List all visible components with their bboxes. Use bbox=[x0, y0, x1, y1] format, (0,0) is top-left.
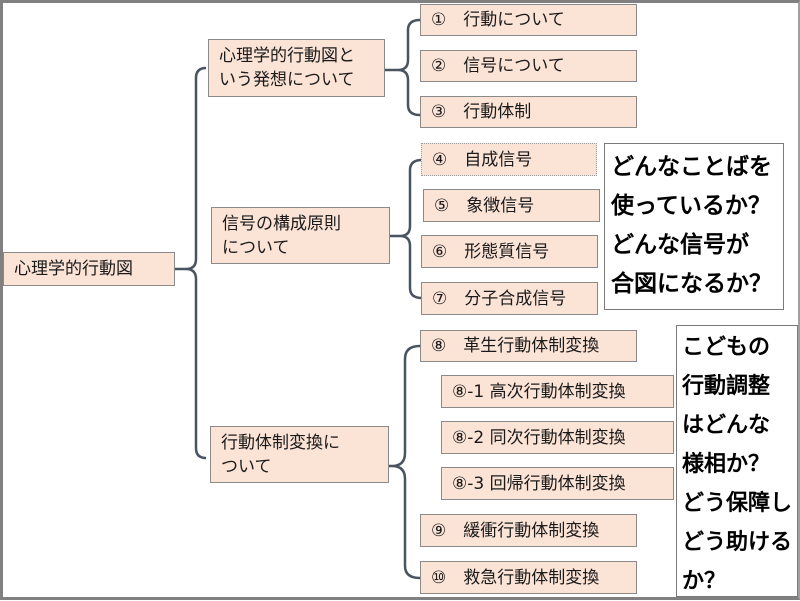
branch-node-concept-line-2: いう発想について bbox=[219, 70, 355, 90]
leaf-node-label: ⑤ 象徴信号 bbox=[434, 195, 535, 216]
question-line: こどもの bbox=[682, 335, 771, 360]
leaf-node-label: ③ 行動体制 bbox=[431, 102, 532, 122]
question-box-child-behavior: こどもの 行動調整 はどんな 様相か？ どう保障し どう助ける か？ bbox=[676, 325, 798, 597]
connector-branch-2 bbox=[389, 158, 423, 300]
leaf-node-10[interactable]: ⑩ 救急行動体制変換 bbox=[420, 561, 637, 594]
leaf-node-label: ② 信号について bbox=[431, 56, 565, 76]
question-line: どう助ける bbox=[682, 530, 793, 555]
leaf-node-6[interactable]: ⑥ 形態質信号 bbox=[421, 235, 598, 268]
leaf-node-9[interactable]: ⑨ 緩衝行動体制変換 bbox=[420, 514, 637, 547]
leaf-node-7[interactable]: ⑦ 分子合成信号 bbox=[421, 282, 598, 315]
root-node[interactable]: 心理学的行動図 bbox=[3, 252, 175, 286]
leaf-node-label: ⑧ 革生行動体制変換 bbox=[431, 336, 600, 356]
leaf-node-2[interactable]: ② 信号について bbox=[420, 50, 637, 82]
branch-node-signal-line-2: について bbox=[222, 238, 290, 258]
question-line: どんなことばを bbox=[611, 154, 772, 180]
root-node-label: 心理学的行動図 bbox=[14, 259, 133, 279]
question-line: か？ bbox=[682, 569, 727, 594]
question-line: はどんな bbox=[682, 413, 771, 438]
leaf-node-1[interactable]: ① 行動について bbox=[420, 4, 637, 36]
leaf-node-8-1[interactable]: ⑧-1 高次行動体制変換 bbox=[441, 375, 674, 408]
branch-node-signal-principles[interactable]: 信号の構成原則 について bbox=[211, 207, 390, 264]
leaf-node-label: ① 行動について bbox=[431, 10, 565, 30]
connector-root bbox=[174, 66, 207, 460]
leaf-node-label: ④ 自成信号 bbox=[432, 149, 533, 170]
branch-node-concept-line-1: 心理学的行動図と bbox=[219, 46, 355, 66]
question-box-signals: どんなことばを 使っているか？ どんな信号が 合図になるか？ bbox=[604, 143, 784, 310]
leaf-node-3[interactable]: ③ 行動体制 bbox=[420, 96, 637, 128]
leaf-node-label: ⑩ 救急行動体制変換 bbox=[431, 567, 600, 588]
question-line: 行動調整 bbox=[682, 374, 771, 399]
leaf-node-label: ⑨ 緩衝行動体制変換 bbox=[431, 520, 600, 541]
leaf-node-label: ⑧-3 回帰行動体制変換 bbox=[452, 473, 626, 494]
leaf-node-5[interactable]: ⑤ 象徴信号 bbox=[423, 189, 600, 222]
question-line: どんな信号が bbox=[611, 232, 749, 258]
leaf-node-label: ⑧-1 高次行動体制変換 bbox=[452, 381, 626, 402]
leaf-node-8-2[interactable]: ⑧-2 同次行動体制変換 bbox=[441, 421, 674, 454]
question-line: 使っているか？ bbox=[611, 193, 771, 219]
leaf-node-label: ⑥ 形態質信号 bbox=[432, 241, 550, 262]
branch-node-conversion[interactable]: 行動体制変換に ついて bbox=[210, 426, 389, 483]
question-line: 合図になるか？ bbox=[611, 271, 772, 297]
question-line: どう保障し bbox=[682, 491, 793, 516]
branch-node-conversion-line-1: 行動体制変換に bbox=[221, 433, 340, 453]
leaf-node-label: ⑧-2 同次行動体制変換 bbox=[452, 427, 626, 448]
branch-node-concept[interactable]: 心理学的行動図と いう発想について bbox=[208, 39, 385, 97]
question-line: 様相か？ bbox=[682, 452, 771, 477]
branch-node-signal-line-1: 信号の構成原則 bbox=[222, 214, 341, 234]
branch-node-conversion-line-2: ついて bbox=[221, 457, 272, 477]
leaf-node-4[interactable]: ④ 自成信号 bbox=[421, 143, 597, 176]
leaf-node-8-3[interactable]: ⑧-3 回帰行動体制変換 bbox=[441, 467, 674, 500]
leaf-node-8[interactable]: ⑧ 革生行動体制変換 bbox=[420, 330, 637, 362]
connector-branch-1 bbox=[383, 18, 421, 117]
leaf-node-label: ⑦ 分子合成信号 bbox=[432, 288, 567, 309]
